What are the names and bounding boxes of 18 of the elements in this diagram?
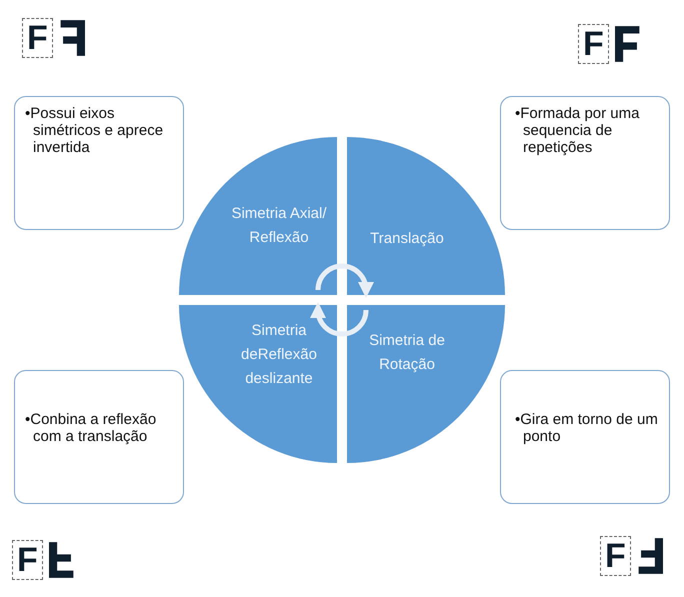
callout-box — [14, 370, 184, 504]
callout-box — [14, 96, 184, 230]
quadrant-title: Translação — [369, 229, 445, 249]
quadrant-title: Simetria deReflexão deslizante — [240, 321, 318, 389]
quadrant-title: Simetria Axial/ Reflexão — [230, 204, 328, 248]
letter-label: F — [578, 24, 609, 64]
bullet-text: •Gira em torno de um ponto — [515, 411, 659, 445]
callout-box — [500, 370, 670, 504]
quadrant-title: Simetria de Rotação — [368, 331, 446, 375]
callout-box — [500, 96, 670, 230]
letter-label: F — [600, 536, 631, 576]
bullet-text: •Conbina a reflexão com a translação — [25, 411, 158, 445]
bullet-text: •Possui eixos simétricos e aprece invertida — [25, 105, 164, 156]
curved-arrow — [310, 302, 368, 336]
letter-label: F — [22, 18, 53, 58]
letter-label: F — [12, 540, 43, 580]
curved-arrow — [316, 264, 374, 298]
bullet-text: •Formada por uma sequencia de repetições — [515, 105, 640, 156]
